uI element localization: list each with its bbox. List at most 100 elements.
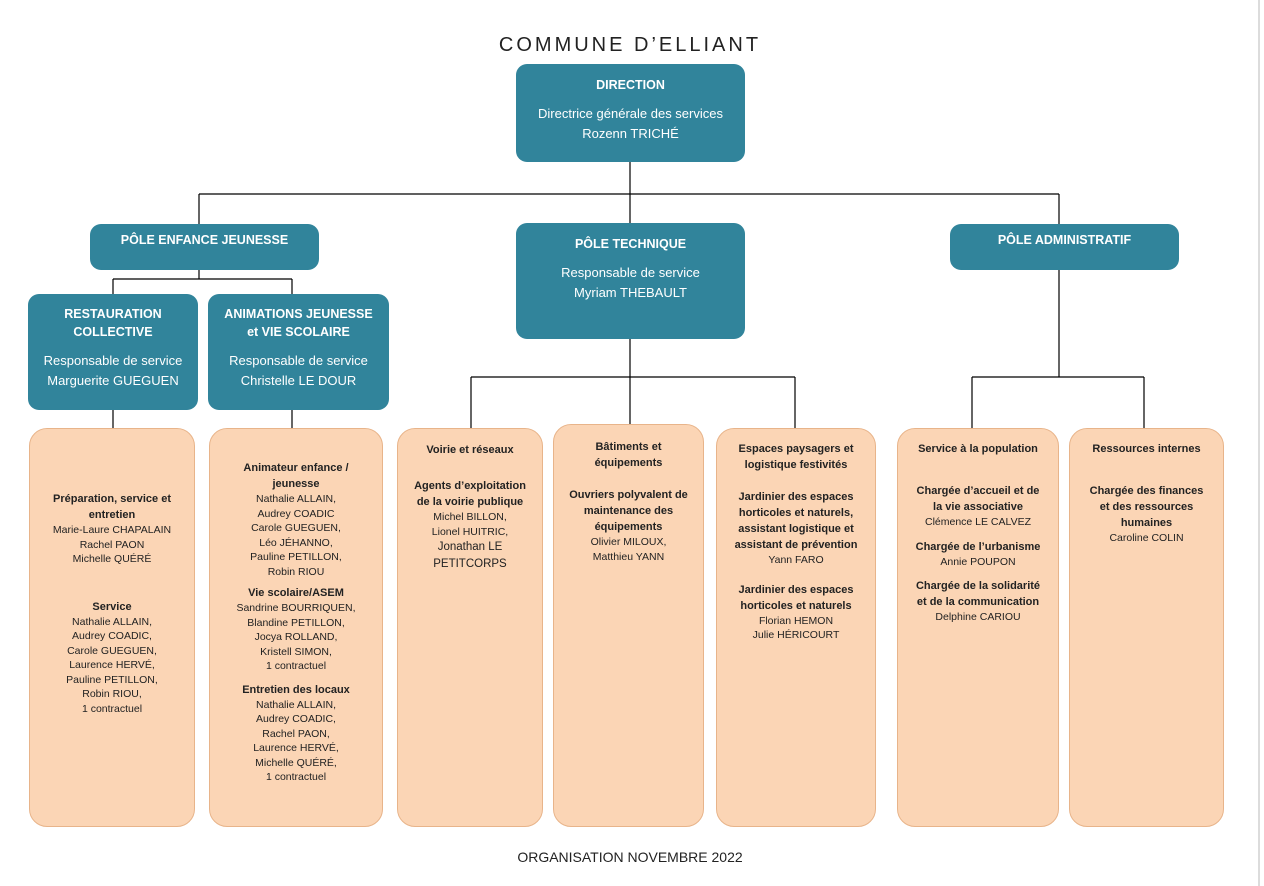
animations-label-2: et VIE SCOLAIRE (247, 325, 350, 339)
member: Pauline PETILLON, (250, 551, 342, 563)
animations-role: Responsable de service (229, 353, 368, 368)
member: Annie POUPON (940, 555, 1016, 568)
member: Michel BILLON, (433, 511, 507, 523)
population-c-1: Chargée de la solidarité (915, 580, 1041, 592)
member: Nathalie ALLAIN, (256, 698, 336, 711)
member: Robin RIOU, (82, 688, 142, 700)
pole-enfance-label: PÔLE ENFANCE JEUNESSE (120, 233, 289, 247)
member: Kristell SIMON, (260, 645, 332, 658)
pole-technique-name: Myriam THEBAULT (574, 285, 687, 300)
population-box: Service à la population Chargée d’accuei… (897, 428, 1059, 827)
member: Nathalie ALLAIN, (72, 615, 152, 628)
member: Laurence HERVÉ, (69, 659, 155, 671)
voirie-role-2: de la voirie publique (416, 496, 524, 508)
member: Clémence LE CALVEZ (924, 516, 1031, 528)
ressources-role-2: et des ressources (1099, 501, 1194, 513)
member: Léo JÉHANNO, (259, 536, 333, 549)
member: Olivier MILOUX, (590, 536, 667, 548)
member: Blandine PETILLON, (247, 616, 345, 629)
member: Robin RIOU (267, 565, 325, 578)
member: Michelle QUÉRÉ, (255, 756, 337, 769)
pole-technique-role: Responsable de service (561, 265, 700, 280)
espaces-role2-1: Jardinier des espaces (738, 583, 854, 596)
member: PETITCORPS (433, 558, 507, 570)
direction-label: DIRECTION (596, 78, 665, 92)
espaces-title-2: logistique festivités (744, 459, 848, 471)
batiments-title-2: équipements (594, 457, 663, 469)
member: Julie HÉRICOURT (752, 629, 840, 641)
ressources-role-3: humaines (1120, 517, 1173, 529)
member: Michelle QUÉRÉ (72, 553, 152, 565)
batiments-title-1: Bâtiments et (595, 441, 662, 453)
restauration-name: Marguerite GUEGUEN (47, 373, 179, 388)
member: Jocya ROLLAND, (254, 631, 338, 643)
footer-note: ORGANISATION NOVEMBRE 2022 (517, 849, 743, 865)
population-title: Service à la population (918, 443, 1038, 455)
member: Carole GUEGUEN, (251, 522, 341, 534)
espaces-role-3: assistant logistique et (738, 523, 854, 535)
anim-group-1-title-2: jeunesse (272, 478, 320, 490)
member: Florian HEMON (758, 614, 834, 627)
animations-team-box: Animateur enfance / jeunesse Nathalie AL… (209, 428, 383, 827)
batiments-box: Bâtiments et équipements Ouvriers polyva… (553, 424, 704, 827)
espaces-box: Espaces paysagers et logistique festivit… (716, 428, 876, 827)
resto-group-2-title: Service (92, 600, 132, 613)
population-c-2: et de la communication (916, 596, 1040, 608)
member: Audrey COADIC (257, 507, 335, 520)
member: Yann FARO (768, 554, 824, 566)
member: Rachel PAON, (262, 727, 330, 740)
page-title: COMMUNE D’ELLIANT (498, 34, 762, 56)
animations-name: Christelle LE DOUR (240, 373, 357, 388)
espaces-title-1: Espaces paysagers et (738, 443, 854, 455)
member: Jonathan LE (437, 541, 503, 553)
pole-admin-box: PÔLE ADMINISTRATIF (950, 224, 1179, 270)
voirie-role-1: Agents d’exploitation (414, 480, 526, 492)
member: Matthieu YANN (592, 550, 665, 563)
member: Lionel HUITRIC, (431, 525, 509, 538)
batiments-role-2: maintenance des (583, 505, 674, 517)
espaces-role-1: Jardinier des espaces (738, 491, 854, 503)
espaces-role-2: horticoles et naturels, (738, 507, 854, 519)
pole-technique-label: PÔLE TECHNIQUE (574, 237, 687, 251)
member: 1 contractuel (265, 771, 327, 783)
batiments-role-3: équipements (594, 521, 663, 533)
anim-group-2-title: Vie scolaire/ASEM (248, 587, 344, 599)
pole-admin-label: PÔLE ADMINISTRATIF (997, 233, 1132, 247)
ressources-box: Ressources internes Chargée des finances… (1069, 428, 1224, 827)
ressources-role-1: Chargée des finances (1089, 485, 1204, 497)
resto-group-1-title: Préparation, service et (52, 493, 171, 505)
espaces-role2-2: horticoles et naturels (740, 599, 852, 612)
restauration-role: Responsable de service (43, 353, 183, 368)
member: Carole GUEGUEN, (67, 644, 157, 657)
resto-group-1-title-2: entretien (88, 509, 136, 521)
member: 1 contractuel (265, 660, 327, 672)
member: 1 contractuel (81, 702, 143, 715)
voirie-title: Voirie et réseaux (426, 444, 514, 456)
member: Caroline COLIN (1109, 532, 1184, 544)
voirie-box: Voirie et réseaux Agents d’exploitation … (397, 428, 543, 827)
member: Pauline PETILLON, (66, 673, 158, 686)
direction-name: Rozenn TRICHÉ (582, 126, 679, 141)
restauration-team-box: Préparation, service et entretien Marie-… (29, 428, 195, 827)
member: Nathalie ALLAIN, (256, 493, 336, 505)
restauration-label-1: RESTAURATION (64, 307, 162, 321)
member: Rachel PAON (79, 538, 145, 551)
ressources-title: Ressources internes (1092, 443, 1201, 455)
espaces-role-4: assistant de prévention (734, 539, 858, 551)
direction-role: Directrice générale des services (538, 106, 723, 121)
member: Marie-Laure CHAPALAIN (52, 524, 172, 536)
animations-label-1: ANIMATIONS JEUNESSE (224, 307, 373, 321)
animations-box: ANIMATIONS JEUNESSE et VIE SCOLAIRE Resp… (208, 294, 389, 410)
pole-enfance-box: PÔLE ENFANCE JEUNESSE (90, 224, 319, 270)
population-a-1: Chargée d’accueil et de (916, 485, 1040, 497)
member: Audrey COADIC, (256, 713, 336, 725)
restauration-box: RESTAURATION COLLECTIVE Responsable de s… (28, 294, 198, 410)
population-a-2: la vie associative (933, 501, 1023, 513)
member: Delphine CARIOU (935, 611, 1021, 623)
pole-technique-box: PÔLE TECHNIQUE Responsable de service My… (516, 223, 745, 339)
direction-box: DIRECTION Directrice générale des servic… (516, 64, 745, 162)
member: Audrey COADIC, (72, 630, 152, 642)
member: Sandrine BOURRIQUEN, (236, 602, 356, 614)
page-edge (1258, 0, 1260, 886)
